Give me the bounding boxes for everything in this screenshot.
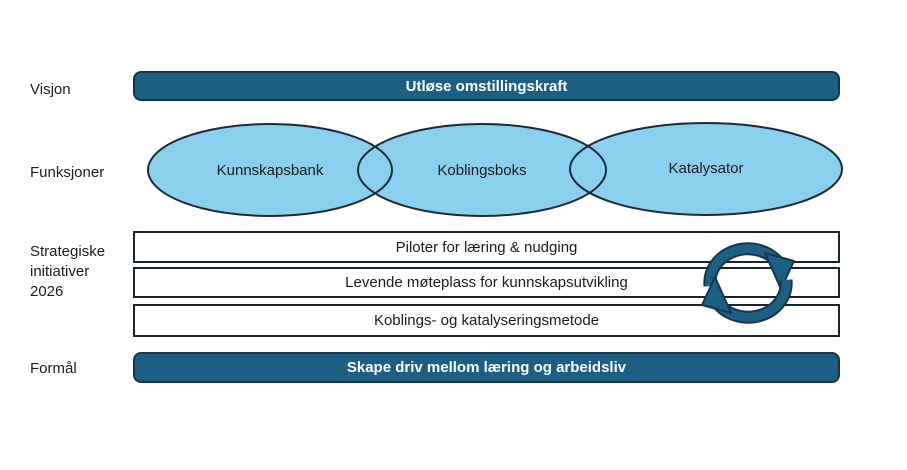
vision-bar-text: Utløse omstillingskraft [405,77,568,95]
formal-row-label: Formål [30,360,77,377]
cycle-arrows-icon [701,242,795,324]
initiative-bar-3-text: Koblings- og katalyseringsmetode [373,312,600,329]
funksjoner-row-label: Funksjoner [30,164,105,181]
ellipse-label-koblingsboks: Koblingsboks [437,161,527,179]
initiative-bar-2-text: Levende møteplass for kunnskapsutvikling [345,274,628,291]
functions-ellipses [147,122,843,217]
vision-bar: Utløse omstillingskraft [133,71,840,101]
ellipse-outlines [147,122,843,217]
ellipse-fills [148,123,842,216]
visjon-row-label: Visjon [30,81,71,98]
initiative-bar-1-text: Piloter for læring & nudging [395,238,578,256]
ellipse-label-katalysator: Katalysator [668,159,744,177]
purpose-bar-text: Skape driv mellom læring og arbeidsliv [346,359,627,376]
strategiske-row-label: Strategiske initiativer 2026 [30,243,106,300]
purpose-bar: Skape driv mellom læring og arbeidsliv [133,352,840,383]
ellipse-label-kunnskapsbank: Kunnskapsbank [216,161,324,179]
